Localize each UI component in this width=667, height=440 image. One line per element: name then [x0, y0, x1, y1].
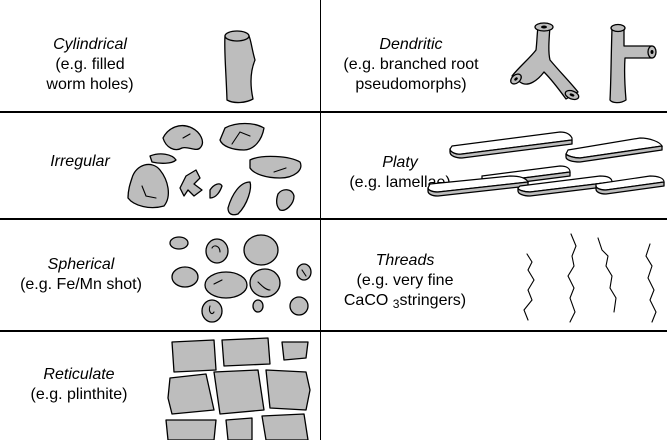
reticulate-illustration [0, 0, 320, 440]
